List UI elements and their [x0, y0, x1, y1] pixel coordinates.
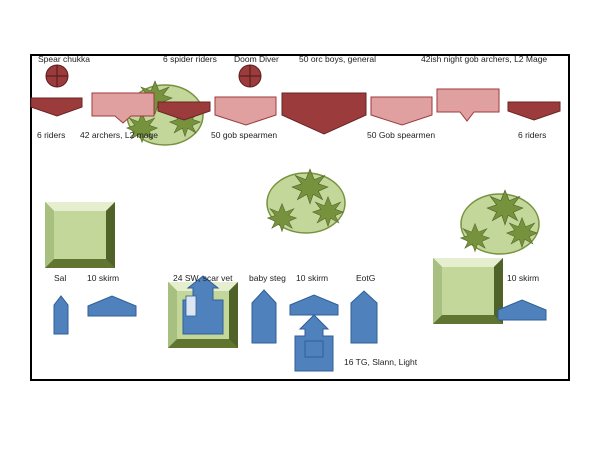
- friendly-unit-tg-slann: [294, 314, 334, 372]
- enemy-unit-orc-boys-general: [281, 92, 367, 135]
- doom-diver-crosshair-icon: [238, 64, 262, 88]
- label-doom-diver: Doom Diver: [234, 54, 279, 64]
- label-eotg: EotG: [356, 273, 375, 283]
- label-skirm-2: 10 skirm: [296, 273, 328, 283]
- enemy-unit-riders-left: [30, 97, 83, 117]
- label-night-gob-archers: 42ish night gob archers, L2 Mage: [421, 54, 547, 64]
- forest-center: [266, 168, 346, 234]
- building-left: [45, 202, 115, 268]
- enemy-unit-spider-riders: [157, 101, 211, 121]
- label-baby-steg: baby steg: [249, 273, 286, 283]
- spear-chukka-crosshair-icon: [45, 64, 69, 88]
- label-skirm-3: 10 skirm: [507, 273, 539, 283]
- label-gob-spearmen-1: 50 gob spearmen: [211, 130, 277, 140]
- friendly-unit-skirm-2: [289, 294, 339, 316]
- label-riders-left: 6 riders: [37, 130, 65, 140]
- label-riders-right: 6 riders: [518, 130, 546, 140]
- board-border: [30, 54, 570, 381]
- label-skirm-1: 10 skirm: [87, 273, 119, 283]
- label-gob-spearmen-2: 50 Gob spearmen: [367, 130, 435, 140]
- friendly-unit-sal: [53, 295, 69, 335]
- label-sw-scar-vet: 24 SW, scar vet: [173, 273, 233, 283]
- friendly-unit-skirm-1: [87, 295, 137, 317]
- label-archers-mage: 42 archers, L2 mage: [80, 130, 158, 140]
- friendly-unit-baby-steg: [251, 289, 277, 344]
- label-orc-boys: 50 orc boys, general: [299, 54, 376, 64]
- enemy-unit-gob-spearmen-2: [370, 96, 433, 126]
- forest-right: [460, 189, 540, 255]
- enemy-unit-gob-spearmen-1: [214, 96, 277, 126]
- label-sal: Sal: [54, 273, 66, 283]
- label-spider-riders: 6 spider riders: [163, 54, 217, 64]
- building-right: [433, 258, 503, 324]
- friendly-unit-eotg: [350, 290, 378, 344]
- label-tg-slann: 16 TG, Slann, Light: [344, 357, 418, 367]
- friendly-unit-skirm-3: [497, 299, 547, 321]
- enemy-unit-riders-right: [507, 101, 561, 121]
- friendly-unit-sw-scar-vet: [182, 275, 224, 335]
- enemy-unit-night-gob-archers: [436, 88, 500, 122]
- label-spear-chukka: Spear chukka: [38, 54, 90, 64]
- enemy-unit-archers-mage: [91, 92, 155, 124]
